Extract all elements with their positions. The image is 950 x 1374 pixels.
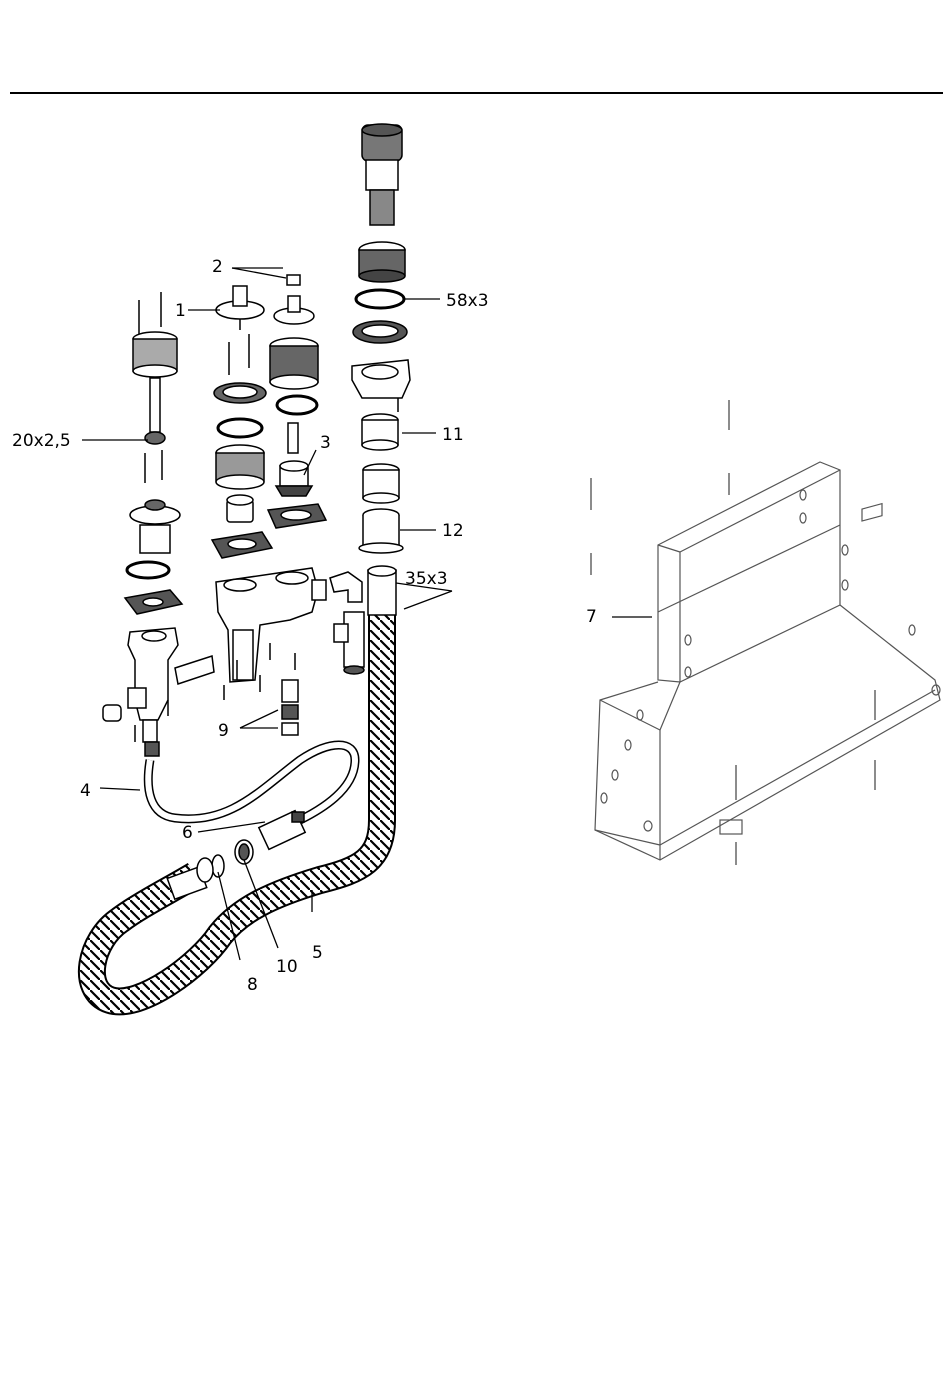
middle-ring [214, 383, 266, 403]
label-20x2-5: 20x2,5 [12, 431, 71, 451]
connector-part-6 [259, 811, 305, 850]
left-diverter-body [103, 628, 178, 756]
housing-screws [591, 400, 875, 865]
shaft-part [288, 423, 298, 453]
elbow-fitting [330, 572, 362, 602]
handle-cylinder [133, 332, 177, 377]
plain-sleeve-part [363, 464, 399, 503]
right-o-ring [277, 396, 317, 414]
label-11: 11 [442, 425, 464, 445]
o-ring-58x3 [356, 290, 404, 308]
sleeve-part-11 [362, 414, 398, 450]
label-4: 4 [80, 781, 91, 801]
right-gasket [268, 504, 326, 528]
label-35x3: 35x3 [405, 569, 448, 589]
label-6: 6 [182, 823, 193, 843]
main-valve-body [175, 568, 326, 684]
spout-part [362, 124, 402, 225]
label-3: 3 [320, 433, 331, 453]
label-9: 9 [218, 721, 229, 741]
middle-screws [229, 334, 249, 375]
hose-end-lower [167, 858, 213, 899]
label-58x3: 58x3 [446, 291, 489, 311]
label-7: 7 [586, 607, 597, 627]
middle-gasket [212, 532, 272, 558]
left-o-ring [127, 562, 169, 578]
side-valve [334, 612, 364, 674]
cartridge-part-3 [276, 461, 312, 496]
fittings-part-9 [282, 680, 298, 735]
label-2: 2 [212, 257, 223, 277]
label-8: 8 [247, 975, 258, 995]
label-1: 1 [175, 301, 186, 321]
left-mixer-assembly [92, 124, 410, 1001]
sleeve-part-12 [359, 509, 403, 553]
label-12: 12 [442, 521, 464, 541]
spindle-rod [145, 378, 165, 444]
left-valve-body [130, 500, 180, 553]
label-10: 10 [276, 957, 298, 977]
middle-o-ring [218, 419, 262, 437]
middle-cup [216, 445, 264, 489]
spout-gasket-part [353, 321, 407, 343]
hose-end-35x3 [368, 566, 396, 615]
middle-nut [227, 495, 253, 522]
mounting-housing-part-7 [595, 462, 940, 860]
spout-nut-part [359, 242, 405, 282]
spout-flange-part [352, 360, 410, 412]
cartridge-head-1 [216, 286, 264, 330]
threaded-bushing [270, 338, 318, 389]
cartridge-head-right [274, 275, 314, 324]
left-gasket [125, 590, 182, 614]
label-5: 5 [312, 943, 323, 963]
